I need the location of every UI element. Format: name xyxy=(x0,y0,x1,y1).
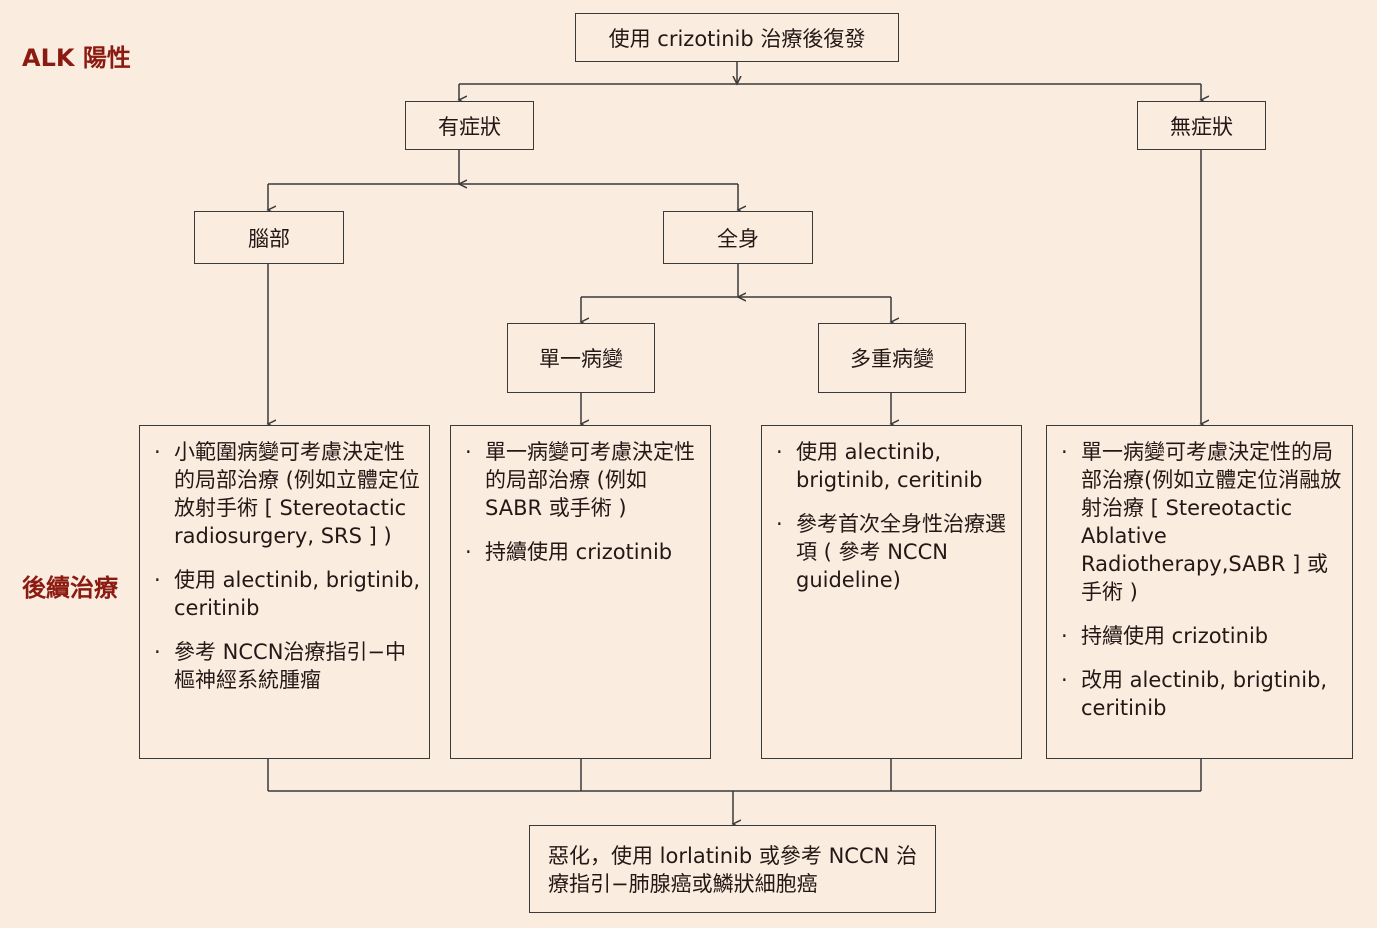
followup-treatment-label: 後續治療 xyxy=(22,574,118,602)
node-asymptomatic: 無症狀 xyxy=(1137,101,1266,150)
node-brain: 腦部 xyxy=(194,211,344,264)
node-systemic: 全身 xyxy=(663,211,813,264)
diagram-title: ALK 陽性 xyxy=(22,44,131,72)
treatment-item: 參考 NCCN治療指引−中樞神經系統腫瘤 xyxy=(152,638,421,694)
node-multiple-lesions: 多重病變 xyxy=(818,323,966,393)
treatment-item: 參考首次全身性治療選項 ( 參考 NCCN guideline) xyxy=(774,510,1013,594)
treatment-item: 改用 alectinib, brigtinib, ceritinib xyxy=(1059,666,1344,722)
final-progression-box: 惡化，使用 lorlatinib 或參考 NCCN 治療指引−肺腺癌或鱗狀細胞癌 xyxy=(529,825,936,913)
treatment-box-asymptomatic: 單一病變可考慮決定性的局部治療(例如立體定位消融放射治療 [ Stereotac… xyxy=(1046,425,1353,759)
node-symptomatic: 有症狀 xyxy=(405,101,534,150)
treatment-item: 使用 alectinib, brigtinib, ceritinib xyxy=(774,438,1013,494)
treatment-item: 使用 alectinib, brigtinib, ceritinib xyxy=(152,566,421,622)
treatment-item: 單一病變可考慮決定性的局部治療(例如立體定位消融放射治療 [ Stereotac… xyxy=(1059,438,1344,606)
treatment-box-multiple-lesions: 使用 alectinib, brigtinib, ceritinib 參考首次全… xyxy=(761,425,1022,759)
treatment-item: 單一病變可考慮決定性的局部治療 (例如 SABR 或手術 ) xyxy=(463,438,702,522)
treatment-item: 小範圍病變可考慮決定性的局部治療 (例如立體定位放射手術 [ Stereotac… xyxy=(152,438,421,550)
treatment-item: 持續使用 crizotinib xyxy=(463,538,702,566)
root-node-crizotinib-relapse: 使用 crizotinib 治療後復發 xyxy=(575,13,899,62)
treatment-box-brain: 小範圍病變可考慮決定性的局部治療 (例如立體定位放射手術 [ Stereotac… xyxy=(139,425,430,759)
treatment-item: 持續使用 crizotinib xyxy=(1059,622,1344,650)
node-single-lesion: 單一病變 xyxy=(507,323,655,393)
treatment-box-single-lesion: 單一病變可考慮決定性的局部治療 (例如 SABR 或手術 ) 持續使用 criz… xyxy=(450,425,711,759)
